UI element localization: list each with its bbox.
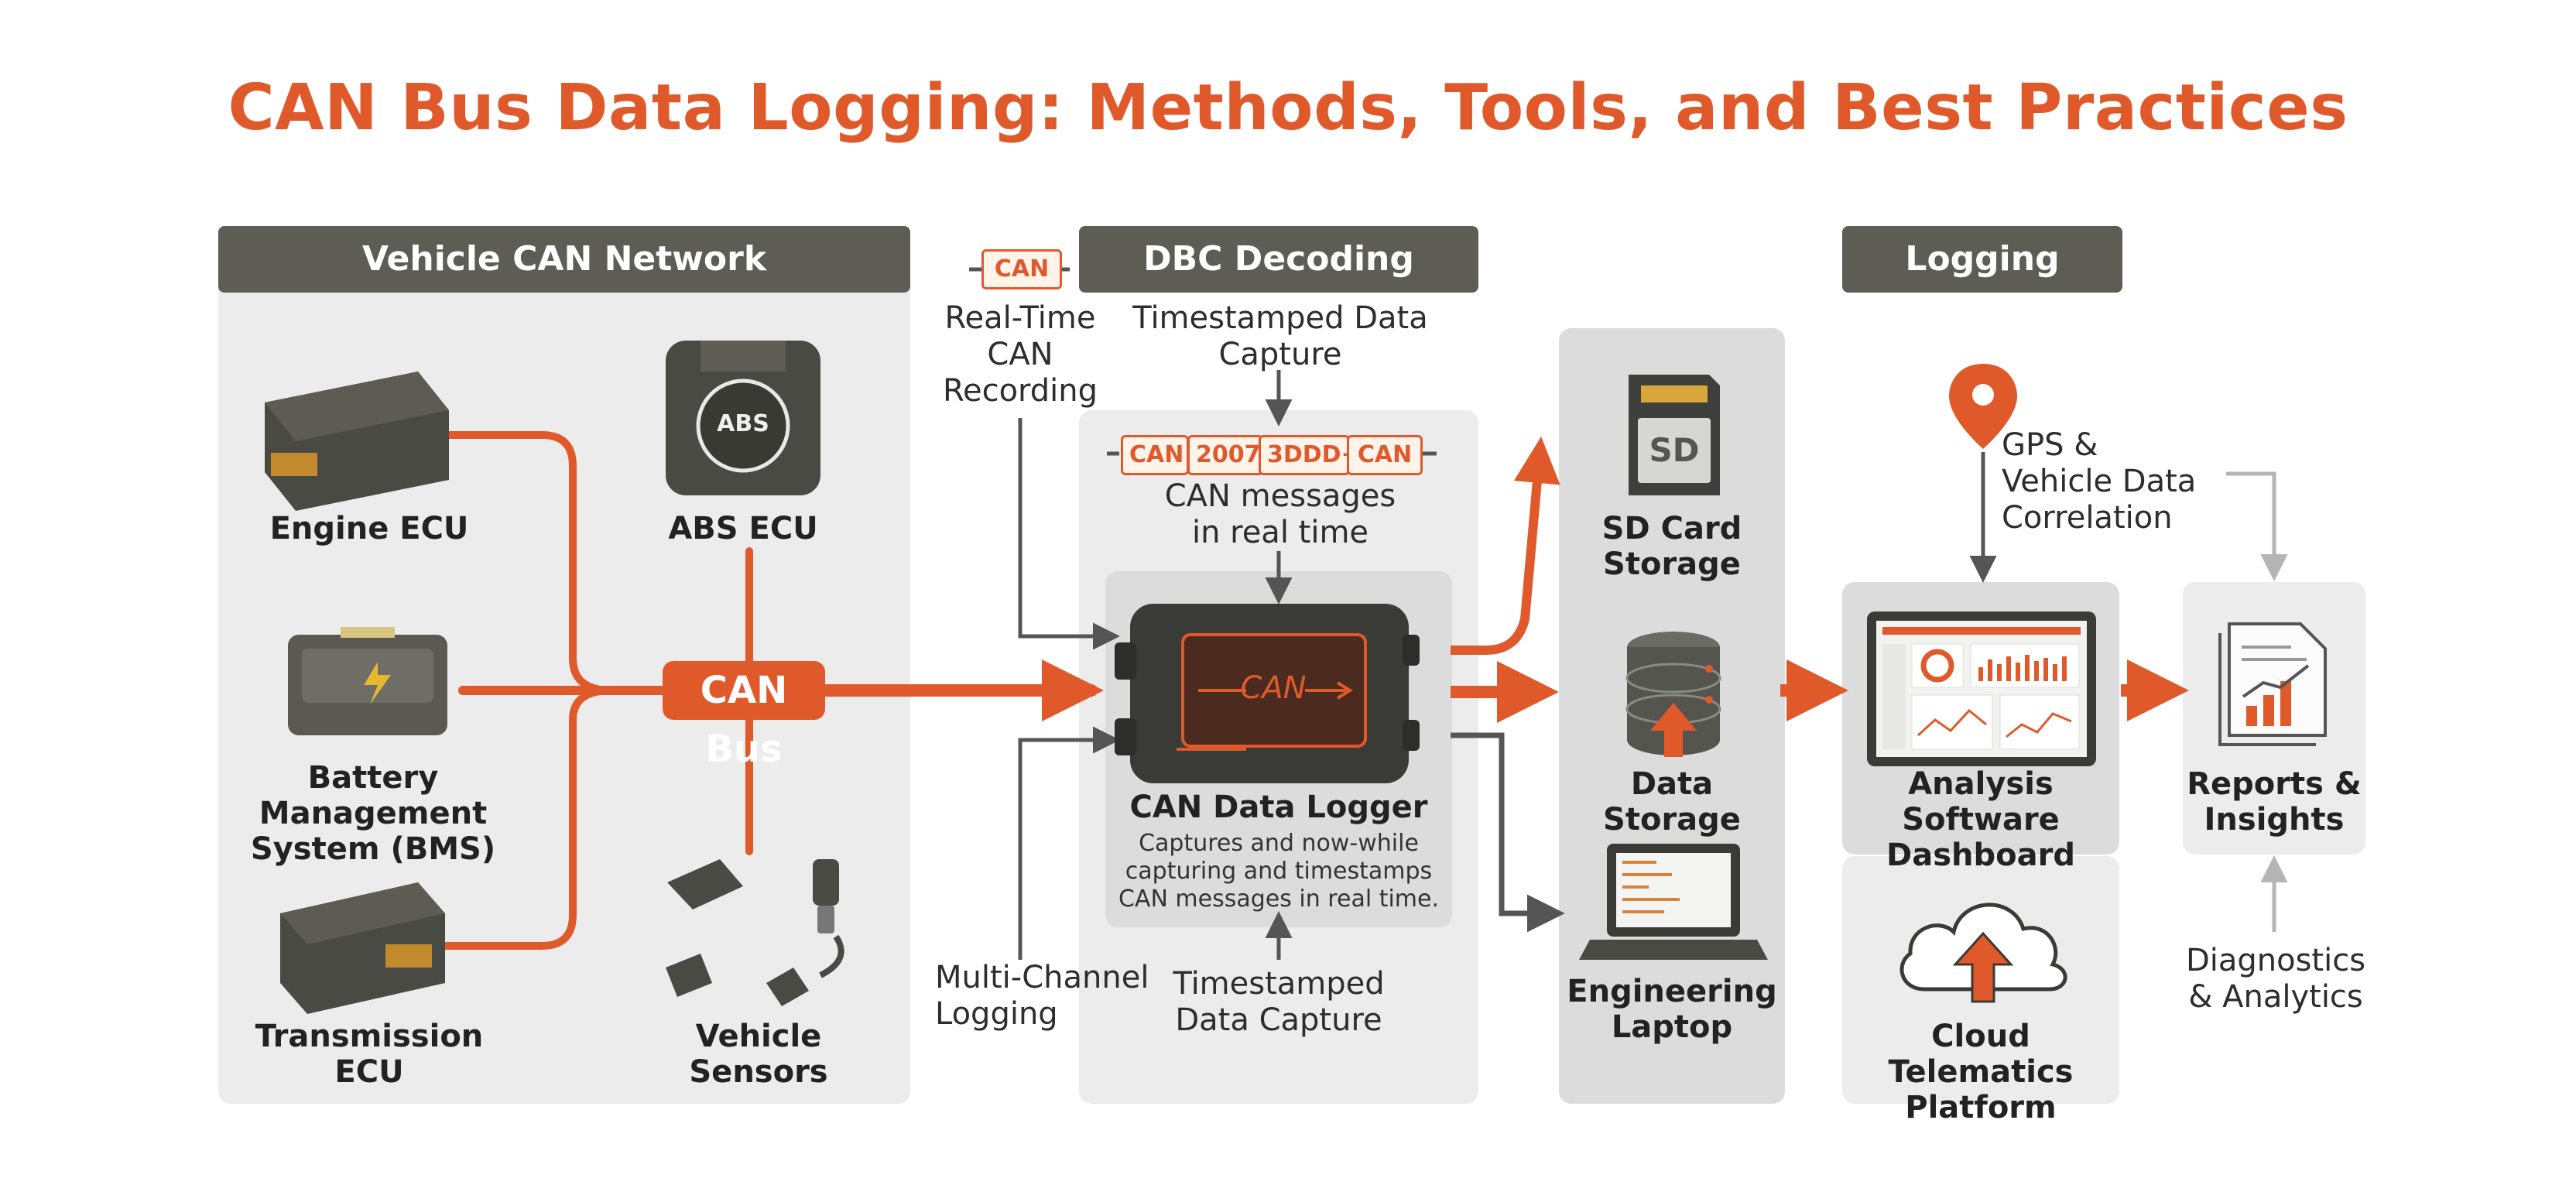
realtime-recording-line1: Real-Time <box>944 300 1096 336</box>
bms-label-line2: System (BMS) <box>250 831 496 867</box>
sd-card-label: SD Card Storage <box>1559 511 1785 582</box>
laptop-device <box>1579 844 1768 960</box>
logger-desc-line3: CAN messages in real time. <box>1118 885 1440 913</box>
timestamped-top-line2: Capture <box>1218 337 1342 373</box>
reports-label-line1: Reports & <box>2187 766 2362 802</box>
dashboard-monitor <box>1867 611 2096 766</box>
multichannel-line2: Logging <box>935 996 1058 1033</box>
gps-line1: GPS & <box>2002 427 2098 463</box>
diagnostics-line1: Diagnostics <box>2185 943 2366 978</box>
timestamped-bottom-text: Timestamped Data Capture <box>1166 966 1392 1039</box>
timestamped-bottom-line2: Data Capture <box>1175 1002 1382 1039</box>
dashboard-label-line1: Analysis Software <box>1902 766 2060 837</box>
cloud-device <box>1899 903 2067 1003</box>
laptop-label: Engineering Laptop <box>1559 974 1785 1045</box>
can-logger-device <box>1115 604 1420 783</box>
message-chip-1: CAN <box>1121 435 1189 475</box>
logger-screen-text: CAN <box>1240 670 1307 706</box>
abs-ecu-device <box>666 341 820 495</box>
message-chip-2: 2007 <box>1187 435 1263 475</box>
reports-label-line2: Insights <box>2204 802 2345 837</box>
sd-badge-text: SD <box>1649 431 1700 469</box>
gps-line2: Vehicle Data <box>2002 464 2197 500</box>
diagnostics-line2: & Analytics <box>2188 979 2363 1016</box>
transmission-label-line2: ECU <box>334 1054 404 1090</box>
multichannel-line1: Multi-Channel <box>935 960 1149 995</box>
bms-label: Battery Management System (BMS) <box>226 760 520 867</box>
logger-output-arrows <box>1451 437 2189 933</box>
decoding-arrows <box>969 267 1437 960</box>
can-chip: CAN <box>981 249 1062 289</box>
logger-desc-line1: Captures and now-while <box>1139 830 1419 857</box>
bms-label-line1: Battery Management <box>259 760 488 831</box>
messages-realtime-line1: CAN messages <box>1164 478 1396 514</box>
logger-desc: Captures and now-while capturing and tim… <box>1105 830 1452 913</box>
logger-desc-line2: capturing and timestamps <box>1125 858 1433 885</box>
abs-badge-text: ABS <box>717 410 769 437</box>
dashboard-label: Analysis Software Dashboard <box>1842 766 2119 873</box>
message-chip-4: CAN <box>1347 435 1423 475</box>
database-device <box>1625 632 1721 757</box>
transmission-label-line1: Transmission <box>255 1019 484 1054</box>
cloud-label: Cloud Telematics Platform <box>1842 1019 2119 1125</box>
bms-device <box>288 627 447 735</box>
page-title: CAN Bus Data Logging: Methods, Tools, an… <box>228 71 2348 145</box>
engine-ecu-label: Engine ECU <box>269 511 469 546</box>
can-bus-label: CAN Bus <box>663 661 825 771</box>
header-dbc-decoding: DBC Decoding <box>1079 226 1478 293</box>
sensors-label-line2: Sensors <box>689 1054 828 1090</box>
gps-line3: Correlation <box>2002 500 2173 536</box>
multichannel-text: Multi-Channel Logging <box>935 960 1167 1033</box>
messages-realtime-line2: in real time <box>1191 515 1369 551</box>
timestamped-top-text: Timestamped Data Capture <box>1125 300 1435 373</box>
diagnostics-text: Diagnostics & Analytics <box>2160 943 2392 1016</box>
sd-card-device <box>1629 375 1720 495</box>
vehicle-sensors-device <box>666 859 844 1006</box>
header-logging: Logging <box>1842 226 2122 293</box>
cloud-label-line2: Platform <box>1905 1090 2057 1125</box>
messages-realtime-text: CAN messages in real time <box>1125 478 1435 551</box>
laptop-label-line2: Laptop <box>1611 1009 1733 1045</box>
abs-ecu-label: ABS ECU <box>668 511 818 546</box>
reports-light-arrows <box>2226 471 2288 932</box>
data-storage-label: Data Storage <box>1603 766 1741 837</box>
sensors-label: Vehicle Sensors <box>642 1019 875 1090</box>
message-chip-3: 3DDD+ <box>1259 435 1361 475</box>
realtime-recording-text: Real-Time CAN Recording <box>927 300 1113 410</box>
laptop-label-line1: Engineering <box>1567 974 1777 1009</box>
transmission-label: Transmission ECU <box>249 1019 489 1090</box>
realtime-recording-line2: CAN <box>987 337 1053 373</box>
gps-text: GPS & Vehicle Data Correlation <box>2002 427 2234 537</box>
engine-ecu-device <box>265 372 449 511</box>
transmission-ecu-device <box>280 882 445 1014</box>
timestamped-top-line1: Timestamped Data <box>1132 300 1428 336</box>
timestamped-bottom-line1: Timestamped <box>1173 966 1385 1002</box>
sd-card-label-line2: Storage <box>1603 546 1741 582</box>
realtime-recording-line3: Recording <box>942 373 1098 409</box>
header-vehicle-can-network: Vehicle CAN Network <box>218 226 910 293</box>
gps-pin <box>1949 364 2017 583</box>
sd-card-label-line1: SD Card <box>1601 511 1742 546</box>
dashboard-label-line2: Dashboard <box>1886 837 2075 873</box>
reports-document <box>2218 622 2327 746</box>
logger-title: CAN Data Logger <box>1129 790 1428 825</box>
reports-label: Reports & Insights <box>2183 766 2365 837</box>
sensors-label-line1: Vehicle <box>695 1019 822 1054</box>
cloud-label-line1: Cloud Telematics <box>1888 1019 2074 1090</box>
